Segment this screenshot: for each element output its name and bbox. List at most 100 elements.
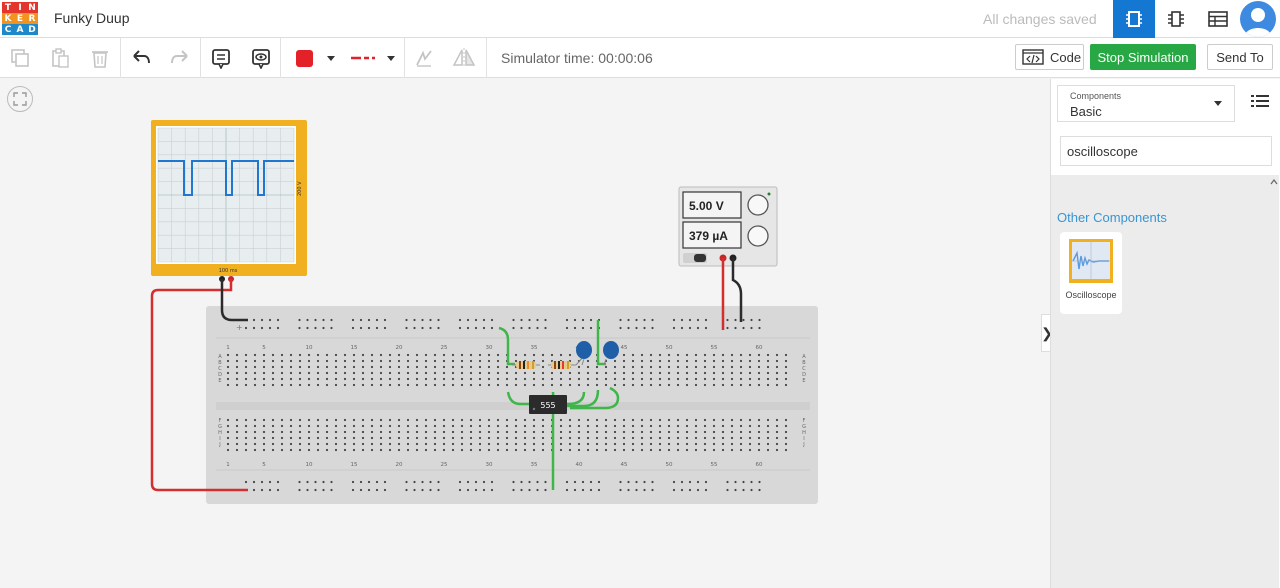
copy-button[interactable] (8, 46, 32, 70)
wire-black-supply (731, 258, 743, 322)
scope-time-label: 100 ms (219, 268, 238, 274)
row-letter: D (218, 372, 222, 378)
breadboard-labels: 1155101015152020252530303535404045455050… (218, 345, 806, 468)
wire-black-scope (220, 279, 248, 322)
trash-icon (92, 51, 108, 68)
capacitor[interactable] (576, 341, 592, 366)
logo-letter: C (2, 24, 14, 35)
voltage-knob[interactable] (747, 194, 769, 216)
row-letter: H (802, 430, 806, 436)
column-number: 10 (306, 345, 313, 351)
redo-icon (171, 50, 188, 64)
column-number: 1 (226, 345, 230, 351)
user-icon (1244, 8, 1272, 37)
logo-letter: R (26, 13, 38, 24)
project-name[interactable]: Funky Duup (54, 10, 130, 26)
power-switch[interactable] (694, 254, 706, 262)
column-number: 15 (351, 462, 358, 468)
undo-button[interactable] (129, 46, 153, 70)
row-letter: J (802, 442, 804, 448)
logo-letter: I (14, 2, 26, 13)
undo-icon (133, 50, 150, 64)
breadboard-divider (216, 402, 810, 410)
copy-icon (11, 49, 29, 67)
flip-button[interactable] (452, 46, 476, 70)
list-view-button[interactable] (1251, 93, 1269, 109)
logo-letter: A (14, 24, 26, 35)
green-wires (498, 320, 620, 490)
paste-button[interactable] (48, 46, 72, 70)
panel-scrollbar[interactable] (1269, 176, 1279, 588)
supply-voltage-display: 5.00 V (689, 199, 724, 213)
search-results: Other Components Oscilloscope (1051, 175, 1279, 588)
power-supply[interactable]: 5.00 V 379 µA (678, 186, 778, 267)
capacitor[interactable] (603, 341, 619, 366)
column-number: 20 (396, 462, 403, 468)
current-knob[interactable] (747, 225, 769, 247)
breadboard-holes (226, 318, 788, 492)
scope-voltage-label: 200 V (297, 181, 303, 196)
toolbar-divider (200, 38, 201, 78)
row-letter: C (802, 366, 806, 372)
table-icon (1208, 11, 1228, 27)
component-list-button[interactable] (1197, 0, 1239, 38)
color-swatch (295, 49, 313, 67)
rotate-button[interactable] (412, 46, 436, 70)
supply-current-display: 379 µA (689, 229, 728, 243)
row-letter: I (219, 436, 220, 442)
wire-type-dropdown[interactable] (346, 46, 400, 70)
column-number: 25 (441, 462, 448, 468)
zoom-to-fit-button[interactable] (7, 86, 33, 112)
wire-color-dropdown[interactable] (290, 46, 340, 70)
column-number: 1 (226, 462, 230, 468)
toolbar-divider (120, 38, 121, 78)
schematic-icon (1168, 11, 1184, 27)
column-number: 30 (486, 462, 493, 468)
circuit-view-button[interactable] (1113, 0, 1155, 38)
positive-rail-sign: + (236, 323, 243, 332)
oscilloscope-component-card[interactable]: Oscilloscope (1060, 232, 1122, 314)
components-panel: Components Basic Other Components Oscill… (1050, 79, 1280, 588)
send-to-button[interactable]: Send To (1207, 44, 1273, 70)
column-number: 60 (756, 345, 763, 351)
rotate-icon (416, 50, 432, 67)
column-number: 45 (621, 345, 628, 351)
row-letter: E (802, 378, 805, 384)
schematic-view-button[interactable] (1155, 0, 1197, 38)
show-notes-button[interactable] (249, 46, 273, 70)
oscilloscope-trace (158, 160, 294, 196)
stop-simulation-button[interactable]: Stop Simulation (1090, 44, 1196, 70)
column-number: 40 (576, 462, 583, 468)
column-number: 10 (306, 462, 313, 468)
flip-icon (452, 48, 476, 68)
logo-letter: T (2, 2, 14, 13)
oscilloscope[interactable]: 200 V 100 ms (151, 120, 307, 282)
timer-chip-555[interactable]: 555 (529, 395, 567, 414)
column-number: 55 (711, 345, 718, 351)
redo-button[interactable] (168, 46, 192, 70)
toolbar-divider (486, 38, 487, 78)
component-search-input[interactable] (1060, 136, 1272, 166)
notes-button[interactable] (209, 46, 233, 70)
column-number: 20 (396, 345, 403, 351)
chevron-right-icon: ❯ (1041, 324, 1053, 341)
resistor[interactable] (512, 361, 540, 369)
row-letter: F (219, 418, 222, 424)
row-letter: I (803, 436, 804, 442)
code-label: Code (1050, 49, 1082, 65)
row-letter: D (802, 372, 806, 378)
row-letter: A (802, 354, 806, 360)
row-letter: G (802, 424, 806, 430)
user-avatar[interactable] (1240, 1, 1276, 37)
circuit-drawing: 1155101015152020252530303535404045455050… (150, 120, 818, 504)
components-category-select[interactable]: Components Basic (1057, 85, 1235, 122)
resistor[interactable] (548, 361, 576, 369)
code-button[interactable]: Code (1015, 44, 1084, 70)
row-letter: B (218, 360, 222, 366)
clipboard-icon (52, 48, 69, 68)
logo-letter: D (26, 24, 38, 35)
oscilloscope-icon (1069, 239, 1113, 283)
delete-button[interactable] (88, 46, 112, 70)
column-number: 30 (486, 345, 493, 351)
